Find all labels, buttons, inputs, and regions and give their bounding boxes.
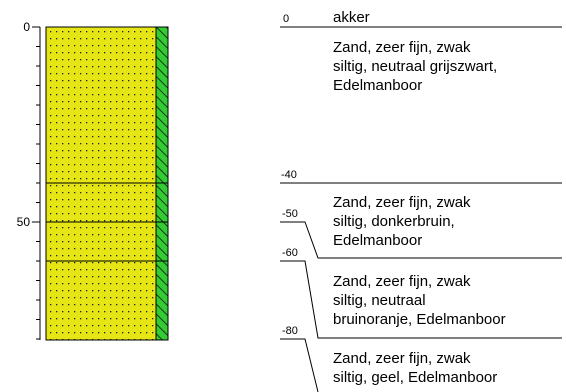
depth-scale: 0 50 (17, 20, 41, 340)
tick-label: 50 (17, 215, 31, 229)
lithology-column (45, 26, 169, 341)
description-line: Edelmanboor (333, 232, 422, 249)
depth-label-50: -50 (282, 208, 298, 220)
boundary-line-60 (280, 260, 562, 339)
minor-ticks (36, 46, 40, 340)
description-line: Zand, zeer fijn, zwak (333, 39, 471, 56)
description-line: siltig, donkerbruin, (333, 213, 455, 230)
description-line: siltig, geel, Edelmanboor (333, 369, 497, 386)
boundary-line-80 (280, 338, 319, 392)
description-line: bruinoranje, Edelmanboor (333, 311, 506, 328)
description-line: Edelmanboor (333, 77, 422, 94)
depth-label-40: -40 (281, 169, 297, 181)
description-line: Zand, zeer fijn, zwak (333, 194, 471, 211)
layer-description-5: Zand, zeer fijn, zwak siltig, geel, Edel… (333, 350, 497, 386)
description-panel: 0 akker Zand, zeer fijn, zwak siltig, ne… (280, 9, 562, 392)
depth-label-80: -80 (282, 325, 298, 337)
depth-label-60: -60 (282, 247, 298, 259)
depth-label-0: 0 (283, 13, 289, 25)
description-line: siltig, neutraal grijszwart, (333, 58, 497, 75)
description-line: Zand, zeer fijn, zwak (333, 273, 471, 290)
surface-label: akker (333, 9, 370, 26)
layer-description-3: Zand, zeer fijn, zwak siltig, donkerbrui… (333, 194, 471, 249)
tick-label: 0 (23, 20, 30, 34)
description-line: siltig, neutraal (333, 292, 426, 309)
description-line: Zand, zeer fijn, zwak (333, 350, 471, 367)
boundary-line-50 (280, 221, 562, 259)
layer-description-4: Zand, zeer fijn, zwak siltig, neutraal b… (333, 273, 506, 328)
layer-description-1: Zand, zeer fijn, zwak siltig, neutraal g… (333, 39, 497, 94)
